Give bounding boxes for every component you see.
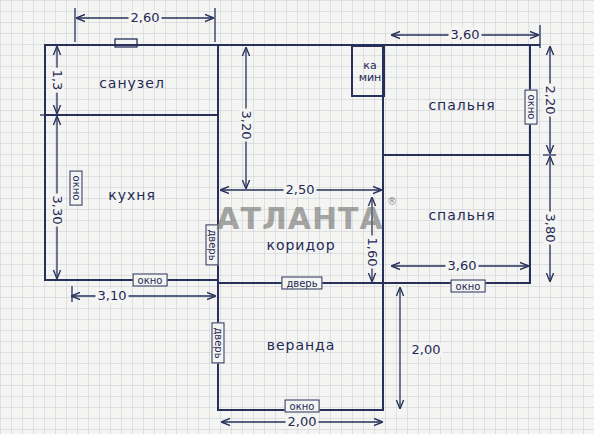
watermark: АТЛАНТА	[216, 202, 384, 235]
room-name: спальня	[428, 98, 495, 113]
dimension: 2,50	[284, 183, 317, 197]
watermark-mark: ®	[387, 196, 397, 207]
room-veranda: веранда	[217, 282, 384, 411]
room-name: спальня	[428, 208, 495, 223]
window-label: окно	[525, 90, 538, 125]
room-name: ка мин	[357, 60, 383, 84]
dimension: 3,30	[50, 194, 64, 227]
window-label: окно	[285, 400, 320, 413]
room-name: санузел	[99, 76, 165, 91]
room-closet: ка мин	[351, 45, 385, 97]
room-name: кухня	[108, 188, 156, 203]
room-bathroom: санузел	[44, 44, 219, 116]
dimension: 3,60	[449, 28, 482, 42]
dimension: 3,10	[96, 289, 129, 303]
window-label: окно	[133, 274, 168, 287]
room-corridor: коридор ка мин	[217, 44, 384, 284]
room-name: коридор	[266, 238, 335, 253]
dimension: 3,60	[446, 259, 479, 273]
room-bedroom: спальня	[382, 44, 531, 156]
dimension: 3,20	[239, 109, 253, 142]
dimension: 3,80	[543, 212, 557, 245]
dimension: 2,60	[129, 11, 162, 25]
door-label: дверь	[281, 277, 322, 290]
dimension: 1,60	[365, 236, 379, 269]
door-label: дверь	[212, 322, 225, 363]
window-label: окно	[451, 280, 486, 293]
dimension: 2,00	[286, 415, 319, 429]
window-label: окно	[70, 171, 83, 206]
dimension: 2,20	[543, 84, 557, 117]
dimension: 2,00	[410, 343, 443, 357]
room-name: веранда	[267, 338, 336, 353]
dimension: 1,3	[50, 68, 64, 93]
